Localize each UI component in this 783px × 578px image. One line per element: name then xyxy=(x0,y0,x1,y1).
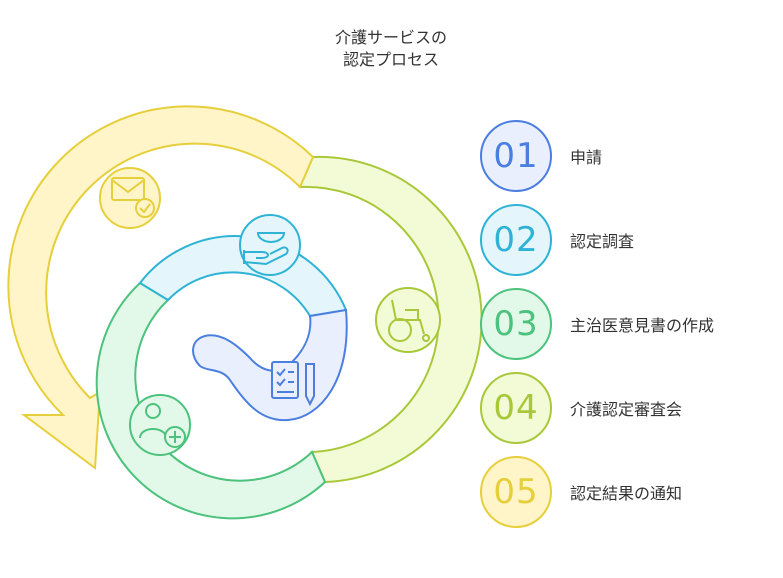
title-line-1: 介護サービスの xyxy=(334,28,447,47)
step-02: 02 認定調査 xyxy=(478,204,778,284)
step-label: 介護認定審査会 xyxy=(570,400,683,419)
page-title: 介護サービスの 認定プロセス xyxy=(291,27,491,71)
step-number-badge: 05 xyxy=(480,456,552,528)
step-number-badge: 01 xyxy=(480,120,552,192)
step-label: 認定調査 xyxy=(570,232,635,251)
person-medical-icon xyxy=(129,394,191,456)
step-01: 01 申請 xyxy=(478,120,778,200)
step-number-badge: 02 xyxy=(480,204,552,276)
outer-ring-yellow-arrow xyxy=(7,105,315,470)
inner-ring-green-segment xyxy=(95,281,327,520)
step-label: 申請 xyxy=(570,148,603,167)
inner-spiral-blue-segment xyxy=(192,308,348,422)
step-03: 03 主治医意見書の作成 xyxy=(478,288,778,368)
outer-ring-lime-segment xyxy=(298,155,483,484)
step-05: 05 認定結果の通知 xyxy=(478,456,778,536)
envelope-check-icon xyxy=(99,167,161,229)
title-line-2: 認定プロセス xyxy=(342,50,439,69)
step-label: 認定結果の通知 xyxy=(570,484,683,503)
step-number-badge: 03 xyxy=(480,288,552,360)
step-label: 主治医意見書の作成 xyxy=(570,316,715,335)
step-number-badge: 04 xyxy=(480,372,552,444)
hand-bowl-icon xyxy=(239,214,301,276)
wheelchair-icon xyxy=(375,287,441,353)
checklist-pen-icon xyxy=(271,361,315,407)
step-04: 04 介護認定審査会 xyxy=(478,372,778,452)
